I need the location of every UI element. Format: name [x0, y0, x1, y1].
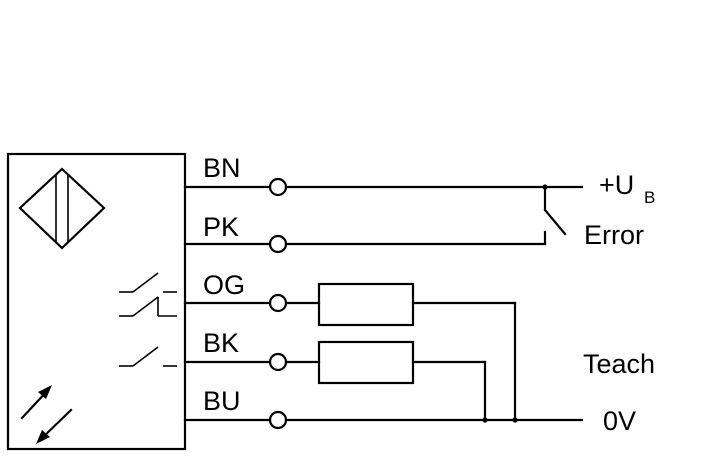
teach-label: Teach [583, 349, 655, 379]
junction-bk [482, 417, 488, 423]
terminal-og [268, 293, 288, 313]
diamond-sensor-icon [18, 167, 106, 250]
output-switch-bk-icon [119, 346, 177, 367]
svg-text:+U: +U [599, 170, 634, 200]
output-switch-og-icon [119, 272, 177, 317]
supply-label: +U B [599, 170, 655, 207]
load-bk [317, 340, 415, 385]
load-og [317, 282, 415, 327]
wire-label-pk: PK [203, 212, 239, 242]
terminal-bu [268, 410, 288, 430]
terminal-bk [268, 352, 288, 372]
terminal-bn [268, 177, 288, 197]
wire-label-bu: BU [203, 386, 241, 416]
junction-og [512, 417, 518, 423]
sensor-housing [6, 152, 187, 451]
error-switch-icon [542, 184, 567, 246]
terminal-pk [268, 234, 288, 254]
light-arrows-icon [20, 385, 73, 444]
error-label: Error [584, 220, 644, 250]
wire-label-og: OG [203, 270, 245, 300]
svg-text:B: B [644, 188, 655, 207]
wire-label-bn: BN [203, 153, 241, 183]
ground-label: 0V [603, 406, 636, 436]
wire-label-bk: BK [203, 328, 239, 358]
